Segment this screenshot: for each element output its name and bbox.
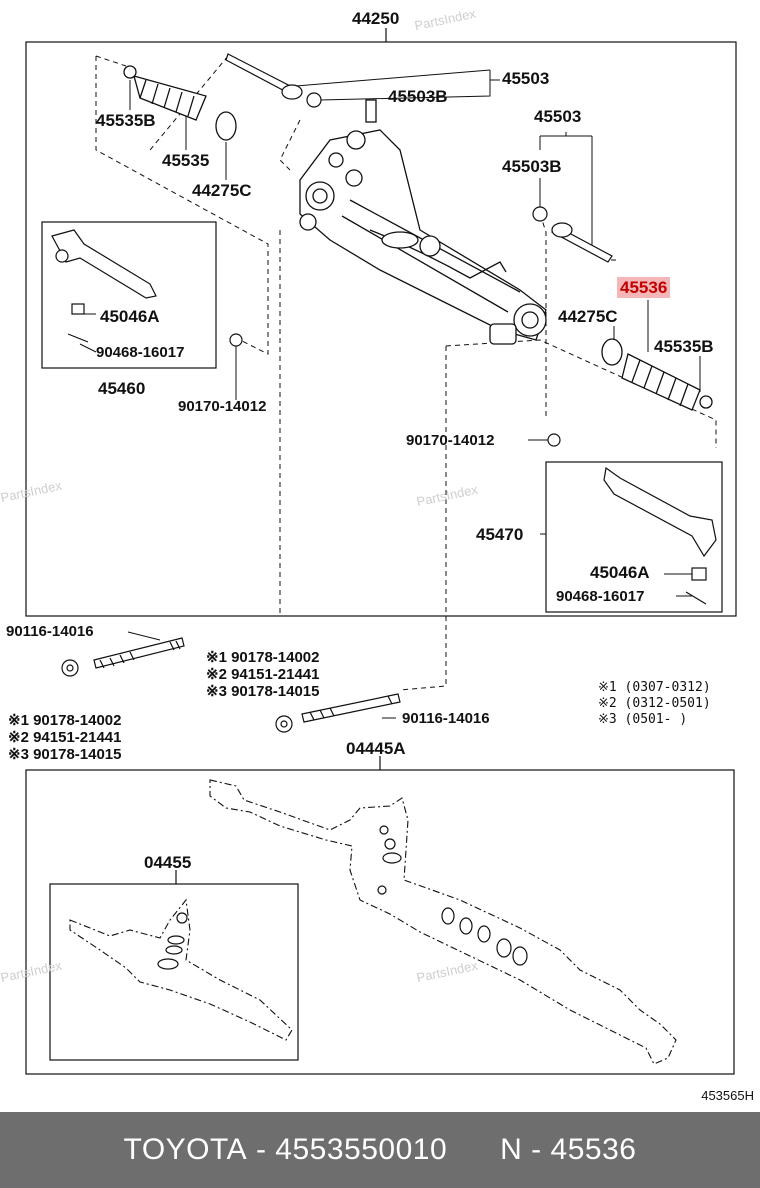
tie-rod-end-left xyxy=(51,229,157,299)
assembly-label: 44250 xyxy=(352,9,400,28)
kit-label-04455[interactable]: 04455 xyxy=(144,853,192,872)
part-number: 4553550010 xyxy=(275,1133,448,1166)
diagram-code: 453565H xyxy=(701,1088,754,1103)
part-label-44275c[interactable]: 44275C xyxy=(192,181,252,200)
sub-kit-frame xyxy=(49,883,299,1061)
tie-rod-end-left-frame xyxy=(41,221,217,369)
part-label-45046a[interactable]: 45046A xyxy=(100,307,160,326)
kit-label-04445a[interactable]: 04445A xyxy=(346,739,406,758)
part-label-45470[interactable]: 45470 xyxy=(476,525,524,544)
stud-left xyxy=(93,637,185,669)
part-label-45535[interactable]: 45535 xyxy=(162,151,210,170)
date-note: ※3 (0501- ) xyxy=(598,712,688,727)
date-note: ※2 (0312-0501) xyxy=(598,696,711,711)
part-label-45046a[interactable]: 45046A xyxy=(590,563,650,582)
variant-label: ※2 94151-21441 xyxy=(8,729,122,746)
separator: - xyxy=(522,1133,551,1166)
variant-label: ※3 90178-14015 xyxy=(206,683,320,700)
stud-right xyxy=(301,693,401,723)
parts-diagram xyxy=(25,28,737,1075)
part-label-90468-16017[interactable]: 90468-16017 xyxy=(96,344,185,361)
assembly-frame xyxy=(25,41,737,617)
kit-rack-outline xyxy=(209,779,677,1065)
reference-number: 45536 xyxy=(550,1133,637,1166)
date-note: ※1 (0307-0312) xyxy=(598,680,711,695)
part-label-90170-14012[interactable]: 90170-14012 xyxy=(406,432,495,449)
separator: - xyxy=(247,1133,276,1166)
part-label-90116-14016[interactable]: 90116-14016 xyxy=(402,710,490,727)
tie-rod-end-right-frame xyxy=(545,461,723,613)
part-label-90468-16017[interactable]: 90468-16017 xyxy=(556,588,645,605)
variant-label: ※3 90178-14015 xyxy=(8,746,122,763)
part-label-45535b[interactable]: 45535B xyxy=(654,337,714,356)
part-label-45503[interactable]: 45503 xyxy=(502,69,550,88)
part-label-45503b[interactable]: 45503B xyxy=(502,157,562,176)
part-label-45535b[interactable]: 45535B xyxy=(96,111,156,130)
n-label: N xyxy=(500,1133,523,1166)
spacer xyxy=(447,1133,500,1167)
dust-boot-left xyxy=(133,75,207,121)
variant-label: ※1 90178-14002 xyxy=(8,712,122,729)
gasket-kit-frame xyxy=(25,769,735,1075)
variant-label: ※1 90178-14002 xyxy=(206,649,320,666)
part-label-45460[interactable]: 45460 xyxy=(98,379,146,398)
part-label-45536-highlighted[interactable]: 45536 xyxy=(617,277,671,298)
part-label-44275c[interactable]: 44275C xyxy=(558,307,618,326)
brand-name: TOYOTA xyxy=(123,1133,248,1166)
part-info-footer: TOYOTA - 4553550010 N - 45536 xyxy=(0,1112,760,1188)
tie-rod-end-right xyxy=(603,466,717,558)
part-label-90116-14016[interactable]: 90116-14016 xyxy=(6,623,94,640)
variant-label: ※2 94151-21441 xyxy=(206,666,320,683)
part-label-45503b[interactable]: 45503B xyxy=(388,87,448,106)
part-label-90170-14012[interactable]: 90170-14012 xyxy=(178,398,267,415)
sub-kit-rack-outline xyxy=(69,898,293,1041)
part-label-45503[interactable]: 45503 xyxy=(534,107,582,126)
